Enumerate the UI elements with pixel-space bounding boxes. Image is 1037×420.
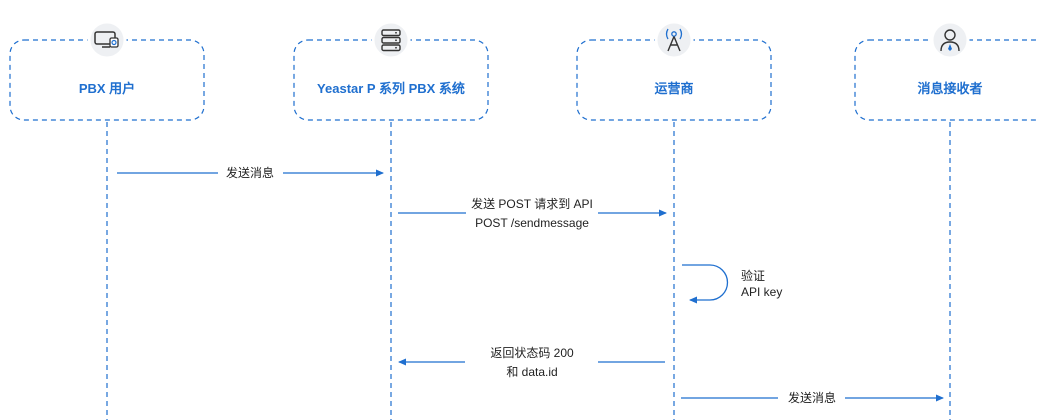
message-send: 发送消息 [117, 165, 384, 180]
message-label: 和 data.id [506, 365, 557, 379]
person-icon [930, 20, 970, 60]
message-post-request: 发送 POST 请求到 API POST /sendmessage [398, 196, 667, 230]
message-label: 发送 POST 请求到 API [471, 196, 593, 211]
message-label: 发送消息 [788, 390, 836, 405]
message-return-status: 返回状态码 200 和 data.id [398, 346, 665, 379]
actor-label: PBX 用户 [79, 81, 135, 96]
message-label: 发送消息 [226, 165, 274, 180]
message-label: POST /sendmessage [475, 216, 589, 230]
actor-label: 消息接收者 [917, 81, 982, 96]
message-label: 验证 [741, 268, 765, 283]
server-icon [371, 20, 411, 60]
message-label: 返回状态码 200 [490, 346, 574, 360]
actor-label: 运营商 [654, 81, 693, 96]
phone-computer-icon [87, 20, 127, 60]
actor-label: Yeastar P 系列 PBX 系统 [317, 81, 465, 96]
cell-tower-icon [654, 20, 694, 60]
message-send-to-recipient: 发送消息 [681, 390, 944, 405]
message-validate-api-key: 验证 API key [682, 264, 782, 304]
message-label: API key [741, 285, 782, 299]
